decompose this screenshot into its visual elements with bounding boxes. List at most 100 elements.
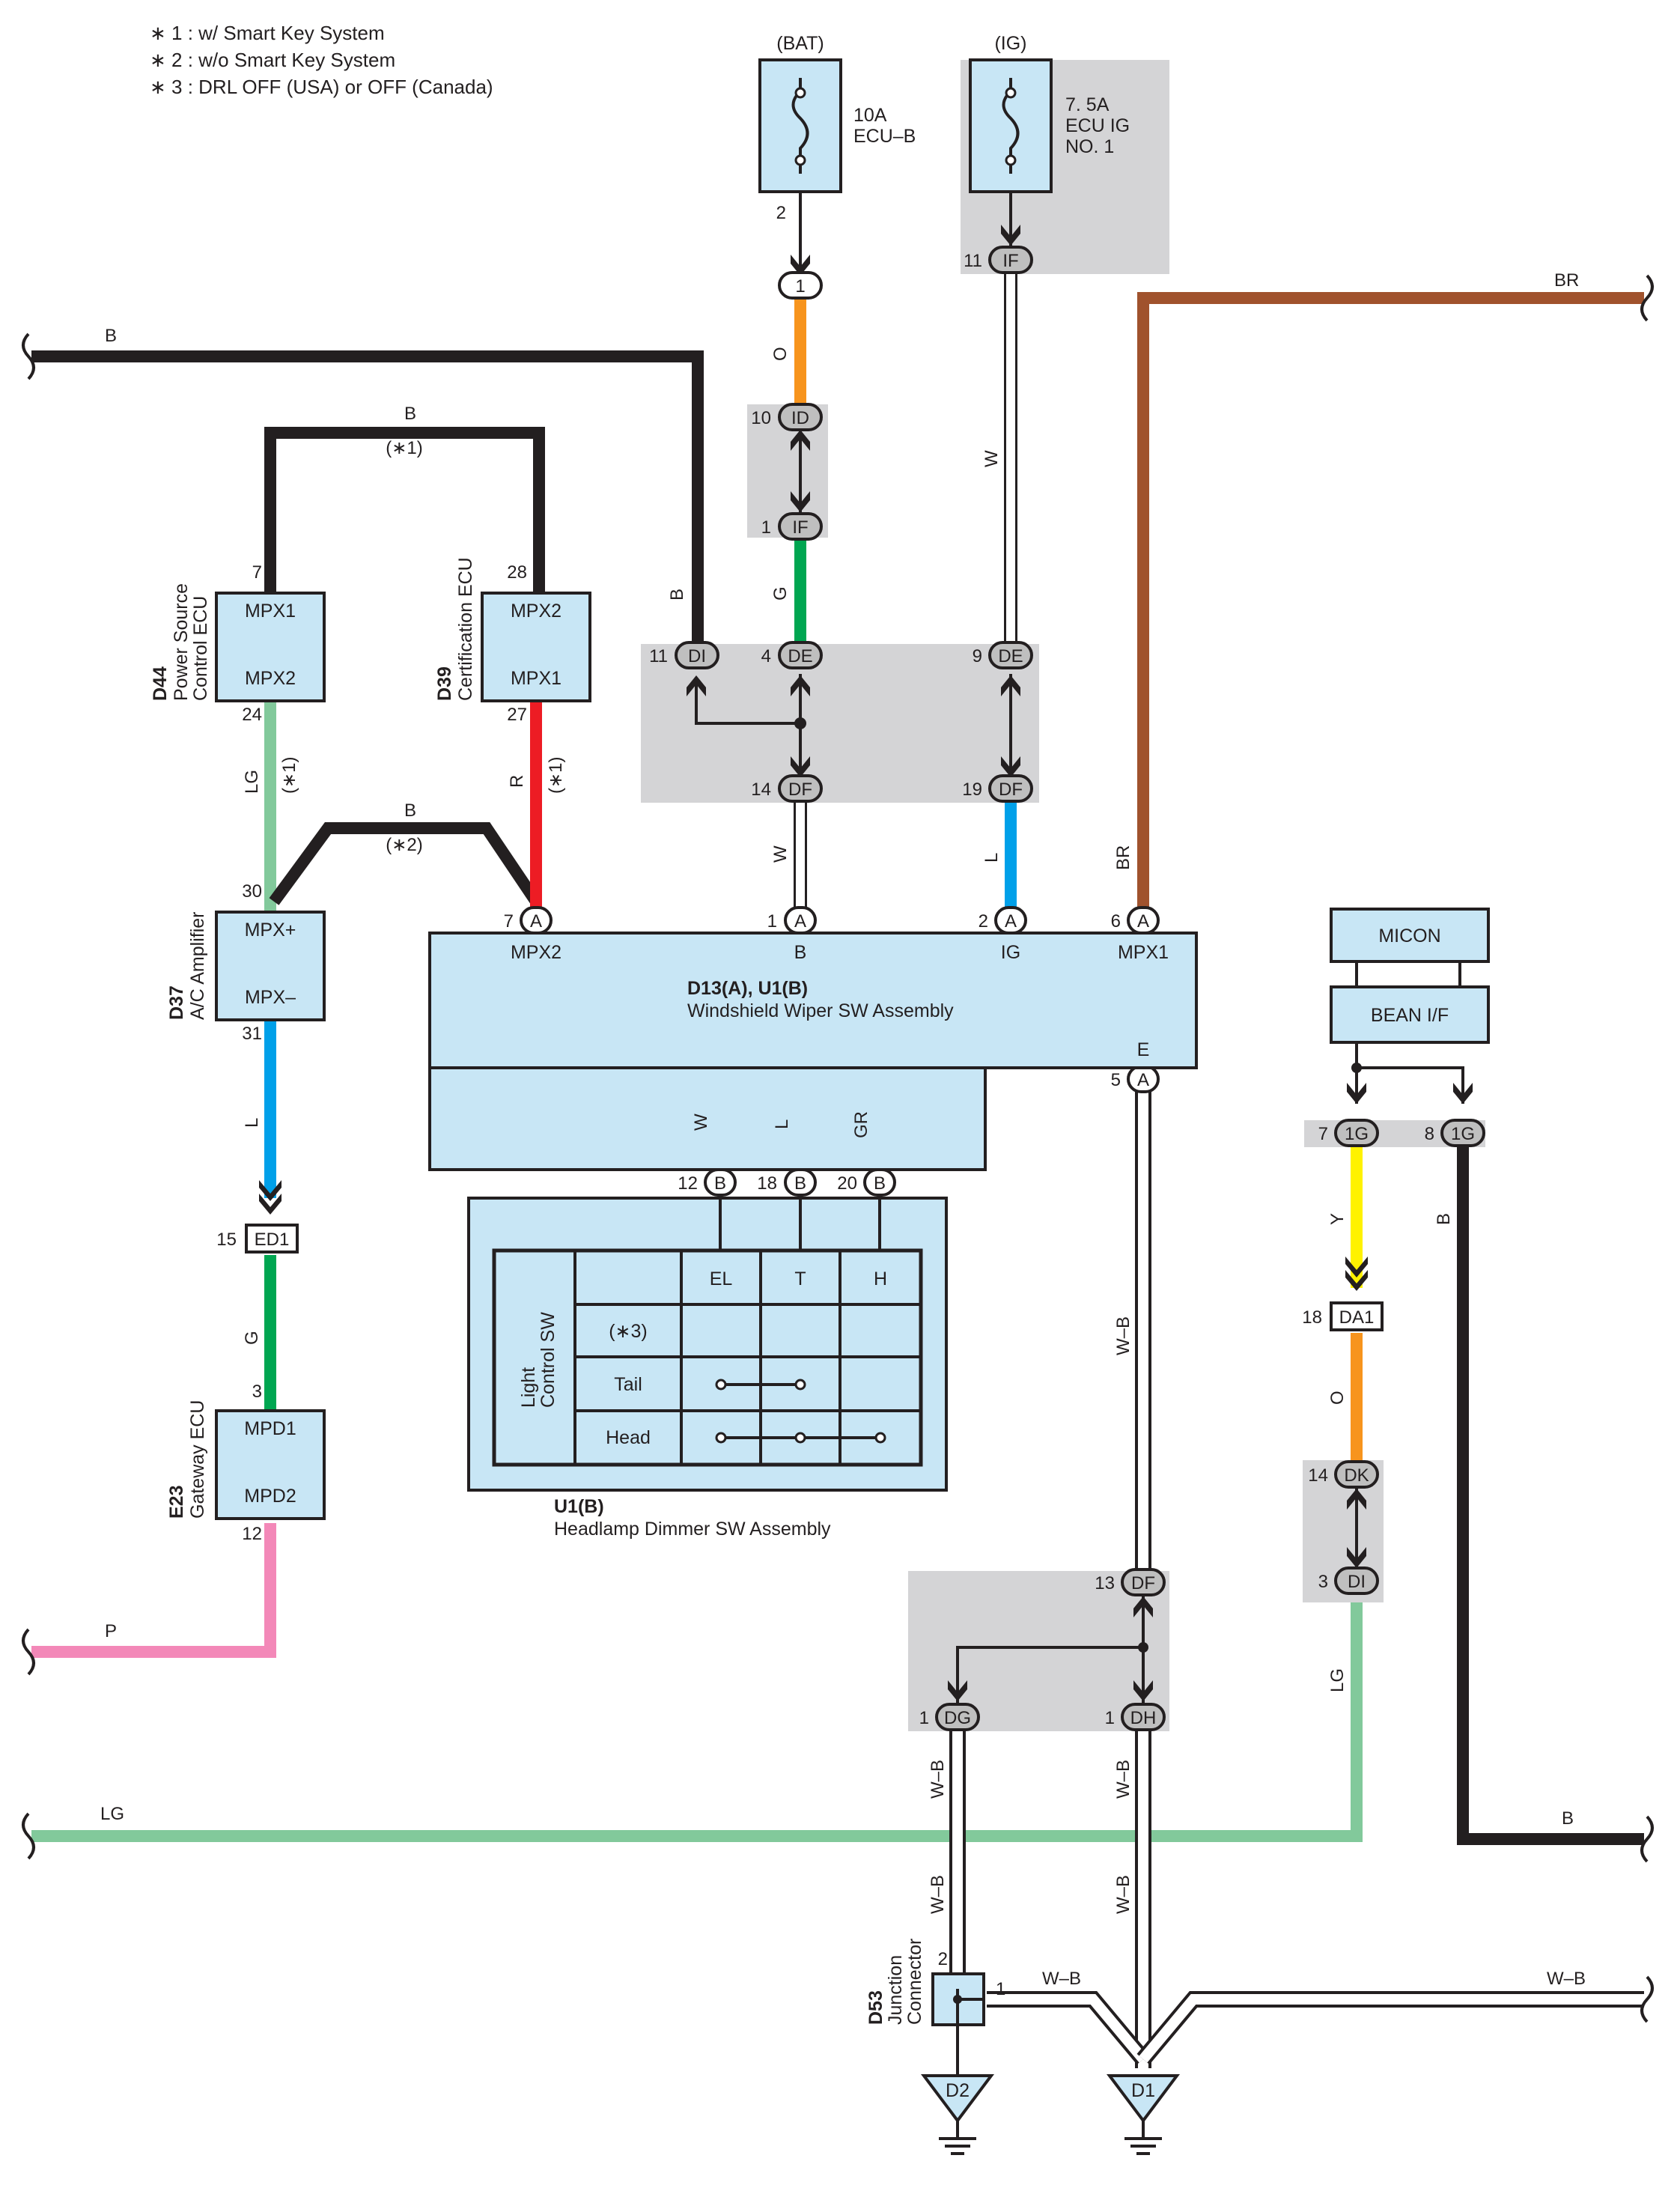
svg-text:MPX1: MPX1: [1118, 942, 1169, 963]
svg-text:Power Source: Power Source: [171, 583, 192, 701]
svg-text:W–B: W–B: [1113, 1875, 1133, 1914]
ground-d1: D1: [1107, 2074, 1180, 2155]
svg-text:7: 7: [1318, 1124, 1328, 1144]
svg-text:IF: IF: [1002, 251, 1018, 271]
svg-text:B: B: [667, 589, 687, 601]
svg-text:B: B: [874, 1173, 886, 1194]
ecu-d37: MPX+ MPX– 30 31 D37 A/C Amplifier: [166, 881, 326, 1044]
svg-text:A: A: [1137, 1070, 1149, 1090]
notes-block: ∗ 1 : w/ Smart Key System ∗ 2 : w/o Smar…: [150, 19, 493, 100]
svg-text:MPX2: MPX2: [511, 942, 561, 963]
fuse-bat-name: ECU–B: [853, 126, 916, 147]
wire-lg-bottom: [31, 1602, 1363, 1842]
svg-text:30: 30: [242, 881, 262, 902]
svg-text:1: 1: [996, 1979, 1005, 1999]
fuse-ig-rating: 7. 5A: [1065, 94, 1110, 115]
svg-text:A: A: [1137, 911, 1149, 932]
splice-1g: [1351, 1063, 1362, 1073]
svg-text:MPX2: MPX2: [245, 668, 296, 689]
wire-lg-bottom-break: [22, 1812, 35, 1860]
svg-text:MPX1: MPX1: [245, 601, 296, 622]
svg-text:B: B: [714, 1173, 726, 1194]
svg-text:MPX+: MPX+: [245, 920, 296, 941]
wire-p-break: [22, 1628, 35, 1676]
fuse-ig: (IG) 7. 5A ECU IG NO. 1: [969, 33, 1130, 193]
svg-text:GR: GR: [851, 1111, 871, 1138]
svg-text:R: R: [507, 775, 527, 788]
wire-b-top-break: [22, 332, 35, 380]
svg-text:DK: DK: [1344, 1465, 1369, 1486]
svg-text:6: 6: [1111, 911, 1121, 932]
wire-br: [1137, 292, 1644, 908]
wire-b-1g: [1457, 1147, 1644, 1845]
connector-id: ID 10: [751, 403, 823, 431]
svg-text:MICON: MICON: [1378, 926, 1440, 946]
svg-text:A: A: [1005, 911, 1017, 932]
link-micon-1g: [1355, 1042, 1464, 1104]
svg-text:1: 1: [767, 911, 777, 932]
connector-1g-8: 1G 8: [1425, 1119, 1485, 1147]
svg-text:19: 19: [962, 780, 982, 800]
svg-text:15: 15: [216, 1230, 237, 1250]
connector-if-11: IF 11: [964, 246, 1033, 274]
svg-text:Control ECU: Control ECU: [190, 596, 211, 701]
svg-text:24: 24: [242, 705, 262, 725]
connector-a-6: A 6: [1111, 906, 1160, 935]
connector-a-1: A 1: [767, 906, 817, 935]
svg-text:DG: DG: [944, 1708, 971, 1728]
svg-text:11: 11: [649, 646, 668, 666]
fuse-bat-pin: 2: [776, 203, 786, 223]
svg-text:Connector: Connector: [904, 1939, 925, 2025]
svg-text:9: 9: [973, 646, 982, 666]
connector-de-9: DE 9: [973, 641, 1033, 669]
svg-text:Junction: Junction: [885, 1955, 906, 2025]
svg-text:L: L: [981, 853, 1002, 863]
svg-text:LG: LG: [242, 770, 262, 794]
wiper-switch-assembly: MPX2 B IG MPX1 E D13(A), U1(B) Windshiel…: [428, 932, 1198, 1171]
svg-text:W: W: [691, 1113, 711, 1131]
wire-br-break: [1640, 274, 1654, 322]
connector-if-1: IF 1: [761, 512, 823, 541]
svg-text:4: 4: [761, 646, 771, 666]
link-di-de: [695, 681, 800, 725]
switch-side-label-1: Light: [518, 1367, 539, 1408]
svg-text:DE: DE: [998, 646, 1023, 666]
switch-col-t: T: [794, 1268, 806, 1289]
wire-b-nosmartkey: [269, 822, 541, 905]
svg-text:14: 14: [751, 780, 771, 800]
switch-head-continuity: [715, 1432, 886, 1444]
connector-dg-1: DG 1: [919, 1703, 980, 1731]
connector-a-7: A 7: [504, 906, 553, 935]
svg-text:3: 3: [252, 1382, 262, 1402]
svg-text:BEAN I/F: BEAN I/F: [1371, 1005, 1449, 1026]
svg-text:MPX1: MPX1: [511, 668, 561, 689]
wire-wb-junction: [987, 1991, 1150, 2065]
ecu-d39: MPX2 MPX1 28 27 D39 Certification ECU: [434, 557, 591, 725]
connector-a-5: A 5: [1111, 1065, 1160, 1093]
connector-dk-14: DK 14: [1308, 1460, 1379, 1489]
svg-text:D2: D2: [946, 2080, 970, 2101]
svg-text:18: 18: [757, 1173, 777, 1194]
note-2: ∗ 2 : w/o Smart Key System: [150, 49, 396, 71]
bean-if-block: BEAN I/F: [1330, 985, 1490, 1044]
connector-b-20: B 20: [837, 1168, 896, 1197]
svg-text:W–B: W–B: [1113, 1760, 1133, 1799]
svg-text:(∗1): (∗1): [546, 757, 566, 794]
svg-text:Y: Y: [1327, 1213, 1348, 1225]
svg-text:P: P: [105, 1621, 117, 1641]
svg-text:E23: E23: [166, 1486, 187, 1519]
switch-row-tail: Tail: [614, 1374, 642, 1395]
note-3: ∗ 3 : DRL OFF (USA) or OFF (Canada): [150, 76, 493, 98]
wire-p: [31, 1523, 276, 1658]
svg-text:12: 12: [242, 1524, 262, 1544]
svg-text:18: 18: [1302, 1307, 1322, 1328]
svg-text:DA1: DA1: [1339, 1307, 1375, 1328]
connector-di-3: DI 3: [1318, 1567, 1379, 1595]
svg-text:E: E: [1137, 1039, 1150, 1060]
connector-1g-7: 1G 7: [1318, 1119, 1379, 1147]
connector-b-12: B 12: [678, 1168, 737, 1197]
svg-text:D37: D37: [166, 985, 187, 1020]
svg-text:A: A: [530, 911, 542, 932]
wire-wb-right-break: [1640, 1975, 1654, 2023]
svg-text:10: 10: [751, 408, 771, 428]
